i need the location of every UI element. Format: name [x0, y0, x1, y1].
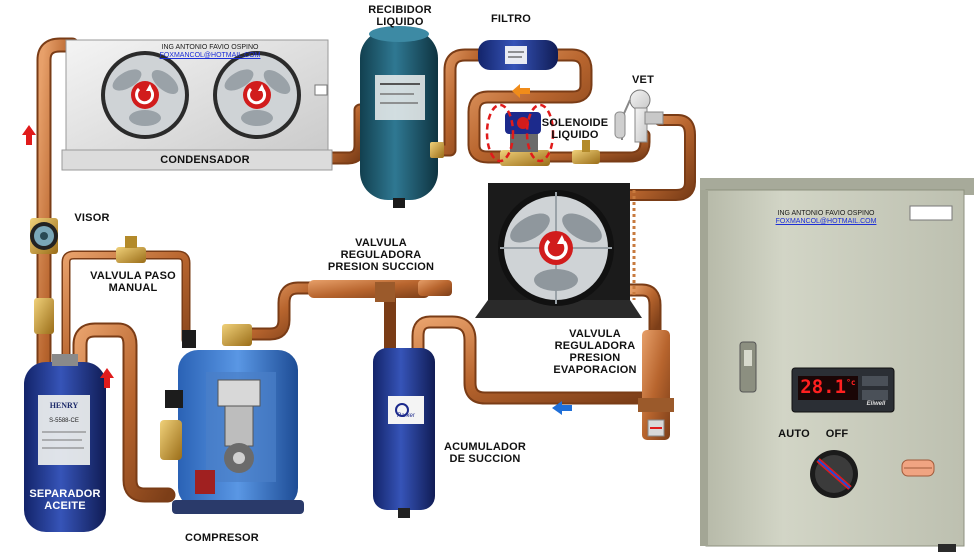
label-accumulator: ACUMULADOR DE SUCCION [443, 441, 527, 465]
label-suction-regulator: VALVULA REGULADORA PRESION SUCCION [327, 237, 435, 273]
label-off: OFF [825, 428, 849, 440]
sight-glass [30, 218, 58, 334]
liquid-flow-arrow [512, 84, 530, 98]
display-value: 28.1 [800, 376, 847, 398]
condenser-fan-left [101, 51, 189, 139]
manual-shutoff-valve [116, 236, 146, 263]
label-condenser: CONDENSADOR [160, 154, 250, 166]
thermostat-button-up[interactable] [862, 376, 888, 386]
evaporator-pressure-regulator [638, 330, 674, 440]
label-receiver: RECIBIDOR LIQUIDO [368, 4, 432, 28]
condenser-credit-author: ING ANTONIO FAVIO OSPINO [161, 44, 259, 51]
suction-flow-arrow [552, 401, 572, 415]
label-solenoid: SOLENOIDE LIQUIDO [541, 117, 609, 141]
evaporator-unit [475, 183, 642, 318]
label-auto: AUTO [778, 428, 810, 440]
panel-credit: ING ANTONIO FAVIO OSPINO FOXMANCOL@HOTMA… [756, 210, 896, 226]
label-evap-regulator: VALVULA REGULADORA PRESION EVAPORACION [553, 328, 637, 376]
separator-brand: HENRY [49, 401, 79, 410]
suction-accumulator [373, 348, 435, 518]
thermostat-brand: Eliwell [866, 401, 886, 407]
accumulator-tag: Parker [397, 413, 415, 419]
panel-credit-author: ING ANTONIO FAVIO OSPINO [777, 210, 875, 217]
mode-selector-switch[interactable] [810, 450, 858, 498]
panel-credit-email: FOXMANCOL@HOTMAIL.COM [775, 218, 877, 225]
label-manual-valve: VALVULA PASO MANUAL [90, 270, 176, 294]
liquid-receiver [360, 26, 444, 208]
oil-separator [24, 354, 106, 532]
control-panel [700, 178, 974, 552]
label-oil-separator: SEPARADOR ACEITE [29, 488, 101, 512]
solenoid-valve [485, 103, 600, 166]
condenser-fan-right [213, 51, 301, 139]
compressor [160, 324, 304, 514]
condenser-credit: ING ANTONIO FAVIO OSPINO FOXMANCOL@HOTMA… [140, 44, 280, 60]
discharge-arrow-lower [100, 368, 114, 388]
label-compressor: COMPRESOR [185, 532, 259, 544]
label-sight-glass: VISOR [74, 212, 110, 224]
thermostat-display: 28.1°c [798, 376, 858, 400]
condenser-unit [61, 39, 333, 171]
separator-model: S-5588-CE [49, 418, 79, 424]
display-unit: °c [846, 378, 856, 387]
expansion-valve [614, 89, 664, 143]
label-vet: VET [632, 74, 654, 86]
filter-drier [478, 40, 558, 70]
condenser-credit-email: FOXMANCOL@HOTMAIL.COM [159, 52, 261, 59]
label-filter: FILTRO [490, 13, 532, 25]
suction-pressure-regulator [308, 280, 452, 302]
thermostat-button-down[interactable] [862, 390, 888, 400]
discharge-arrow-upper [22, 125, 36, 145]
